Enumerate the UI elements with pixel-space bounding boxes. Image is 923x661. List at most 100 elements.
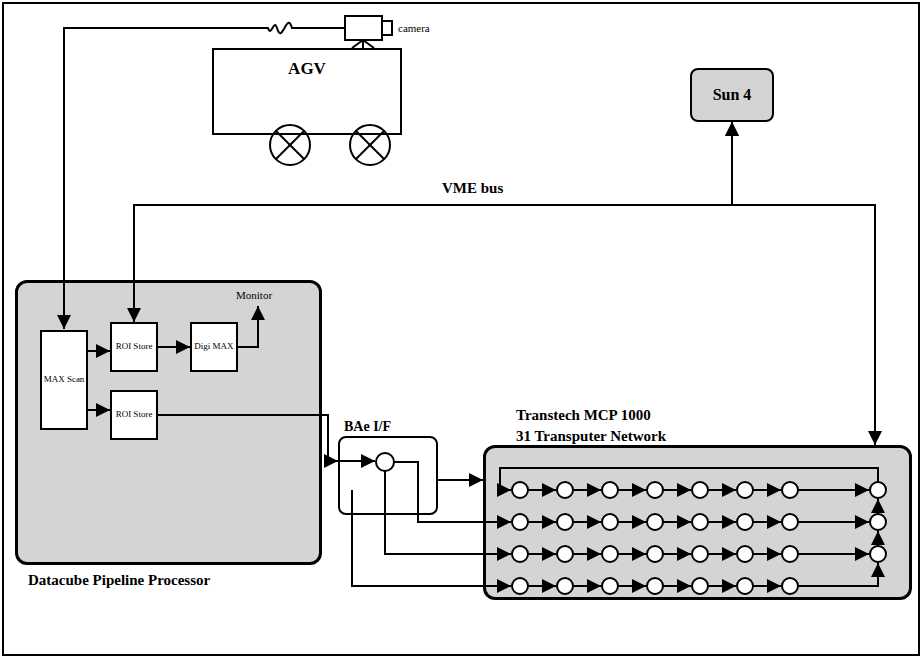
network-link: [618, 553, 646, 555]
network-link: [573, 489, 601, 491]
process-box: ROI Store: [110, 390, 158, 440]
transputer-node: [870, 514, 886, 530]
bus-label: VME bus: [440, 180, 505, 197]
transputer-node: [692, 482, 708, 498]
wheel-symbol: [270, 125, 390, 165]
computer-box: Sun 4: [690, 68, 774, 122]
transputer-node: [557, 482, 573, 498]
network-link: [798, 563, 878, 586]
interface-wire: [340, 460, 375, 462]
process-box: Digi MAX: [190, 322, 238, 372]
heading-group: BAe I/F: [344, 419, 391, 434]
vehicle-box: AGV: [212, 48, 402, 135]
transputer-node: [782, 578, 798, 594]
network-link: [877, 499, 879, 514]
frame: [3, 3, 919, 655]
node-label: MAX Scan: [44, 375, 85, 385]
part-label: Monitor: [236, 289, 272, 301]
interface-box: BAe I/F: [338, 436, 438, 515]
heading-group: Datacube Pipeline Processor: [28, 572, 210, 589]
transputer-node: [692, 514, 708, 530]
network-link: [663, 553, 691, 555]
transputer-node: [737, 514, 753, 530]
connector: [134, 122, 732, 322]
transputer-node: [692, 578, 708, 594]
transputer-node: [512, 546, 528, 562]
connector: [88, 409, 110, 411]
network-link: [753, 521, 781, 523]
network-link: [528, 585, 556, 587]
network-link: [798, 489, 869, 491]
interface-wire: [394, 462, 511, 522]
connector: [158, 415, 338, 461]
network-link: [708, 521, 736, 523]
transputer-node: [647, 514, 663, 530]
process-box: ROI Store: [110, 322, 158, 372]
network-link: [798, 521, 869, 523]
node-label: Sun 4: [713, 86, 752, 104]
transputer-node: [557, 578, 573, 594]
transputer-node: [870, 546, 886, 562]
transputer-node: [602, 514, 618, 530]
processor-panel: Datacube Pipeline ProcessorMAX ScanROI S…: [15, 280, 322, 565]
network-link: [573, 553, 601, 555]
part-label: camera: [398, 22, 430, 34]
network-link: [708, 553, 736, 555]
node-label: AGV: [288, 60, 326, 79]
network-link: [877, 531, 879, 546]
network-link: [528, 489, 556, 491]
node-label: ROI Store: [116, 410, 153, 420]
transputer-node: [737, 482, 753, 498]
transputer-node: [647, 578, 663, 594]
heading: 31 Transputer Network: [516, 428, 666, 445]
network-link: [528, 521, 556, 523]
transputer-node: [782, 546, 798, 562]
transputer-node: [737, 546, 753, 562]
heading: Transtech MCP 1000: [516, 407, 666, 424]
heading-group: Transtech MCP 1000 31 Transputer Network: [516, 407, 666, 444]
wiring: [64, 23, 878, 586]
connector: [158, 346, 190, 348]
transputer-node: [512, 514, 528, 530]
network-link: [708, 585, 736, 587]
network-link: [753, 553, 781, 555]
switch-node: [376, 453, 394, 471]
transputer-node: [692, 546, 708, 562]
transputer-node: [782, 514, 798, 530]
transputer-node: [557, 514, 573, 530]
transputer-node: [602, 546, 618, 562]
ring-wire: [500, 468, 878, 490]
network-link: [753, 585, 781, 587]
connector: [438, 479, 483, 481]
network-link: [663, 585, 691, 587]
network-link: [573, 585, 601, 587]
process-box: MAX Scan: [40, 330, 88, 430]
transputer-network: [512, 482, 886, 594]
transputer-node: [870, 482, 886, 498]
camera-cable: [64, 23, 345, 329]
network-link: [708, 489, 736, 491]
network-link: [618, 585, 646, 587]
monitor-wire: [238, 306, 258, 347]
node-label: Digi MAX: [194, 342, 233, 352]
connector: [732, 122, 875, 445]
camera-symbol: [345, 16, 392, 48]
node-label: ROI Store: [116, 342, 153, 352]
heading: Datacube Pipeline Processor: [28, 572, 210, 589]
heading: BAe I/F: [344, 419, 391, 434]
network-link: [528, 553, 556, 555]
interface-wire: [385, 471, 511, 554]
transputer-node: [602, 482, 618, 498]
transputer-panel: Transtech MCP 100031 Transputer Network: [483, 445, 912, 600]
transputer-node: [647, 546, 663, 562]
connector: [88, 350, 110, 352]
transputer-node: [557, 546, 573, 562]
network-link: [618, 489, 646, 491]
network-link: [573, 521, 601, 523]
transputer-node: [737, 578, 753, 594]
network-link: [663, 521, 691, 523]
transputer-node: [647, 482, 663, 498]
transputer-node: [512, 578, 528, 594]
transputer-node: [782, 482, 798, 498]
